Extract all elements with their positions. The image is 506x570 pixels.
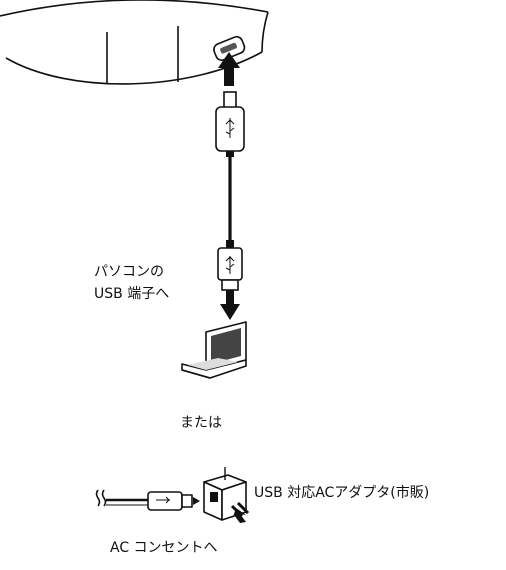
usb-a-plug-icon <box>217 240 243 291</box>
micro-usb-plug-icon <box>215 91 245 157</box>
pc-usb-label-line2: USB 端子へ <box>94 286 170 302</box>
arrow-up-icon <box>218 52 240 86</box>
outlet-label: AC コンセントへ <box>110 540 218 556</box>
adapter-label: USB 対応ACアダプタ(市販) <box>254 485 430 501</box>
ac-adapter-icon <box>95 467 250 523</box>
arrow-down-icon <box>220 290 240 320</box>
laptop-icon <box>181 321 247 379</box>
or-label: または <box>180 415 222 431</box>
pc-usb-label-line1: パソコンの <box>94 264 164 280</box>
